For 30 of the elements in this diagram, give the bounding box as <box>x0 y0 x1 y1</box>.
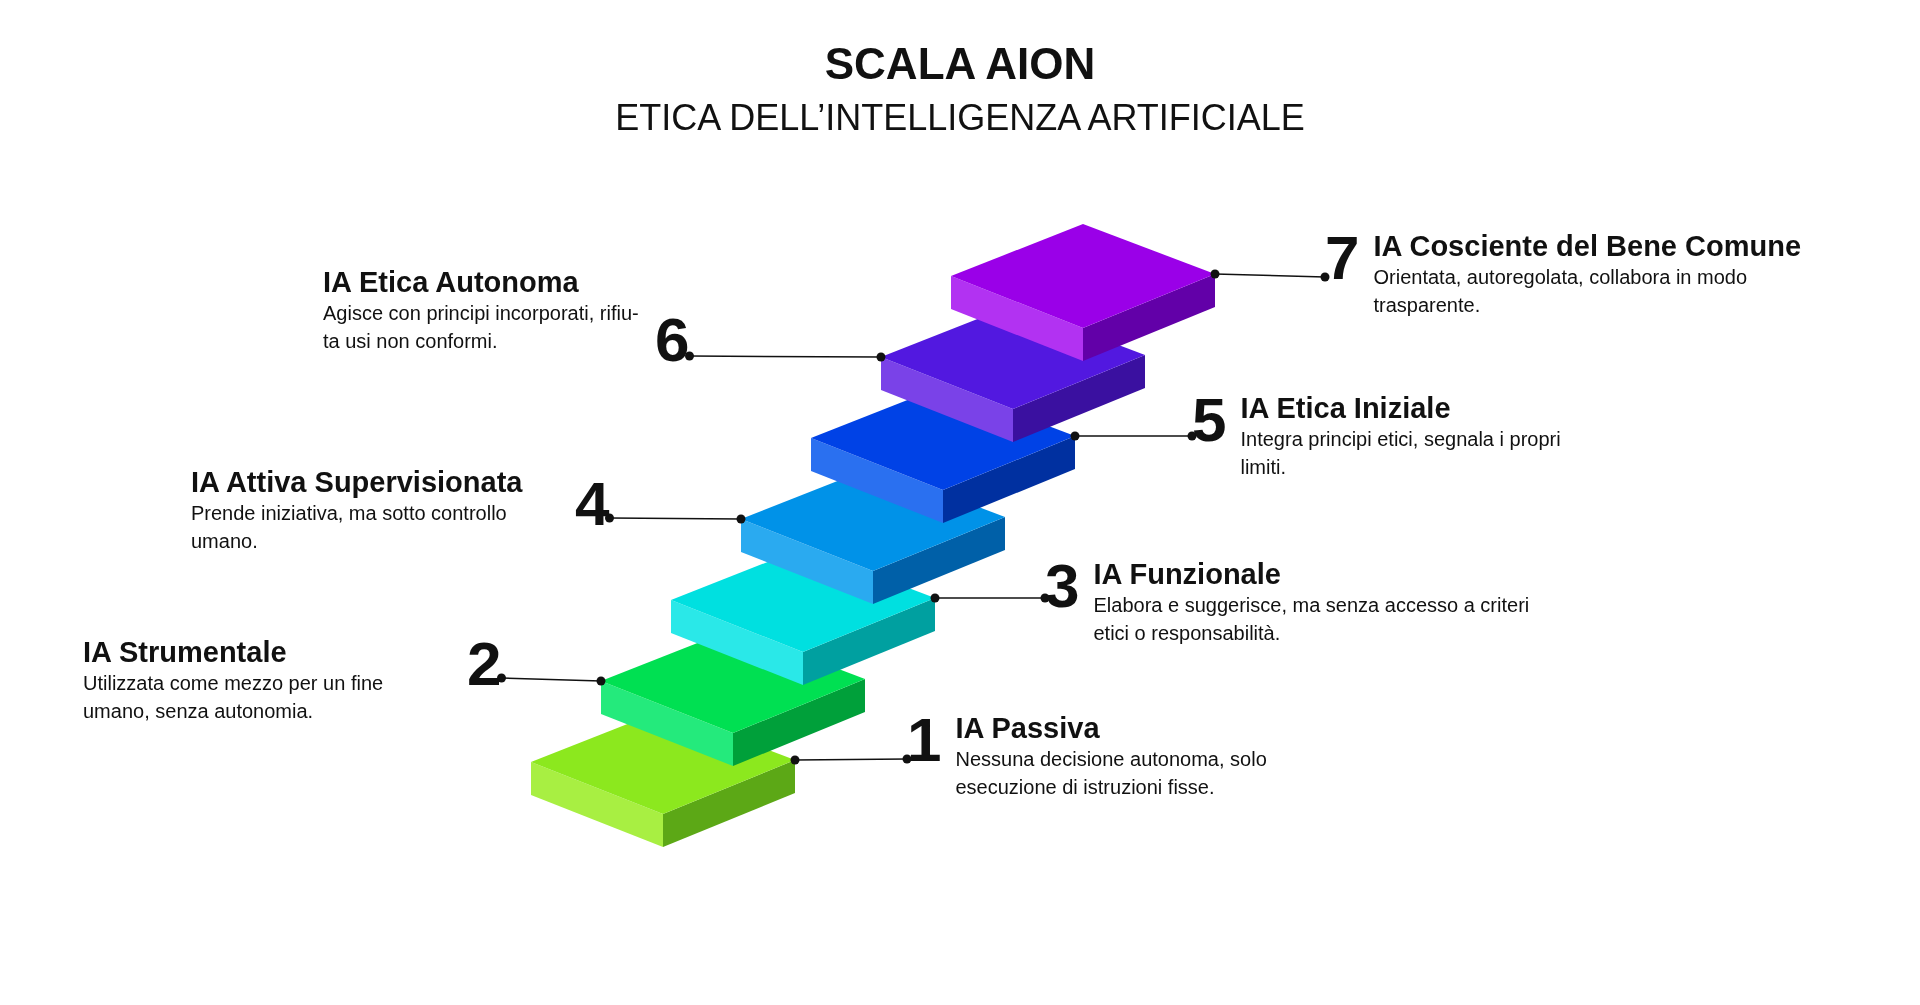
subtitle: ETICA DELL’INTELLIGENZA ARTIFICIALE <box>614 98 1306 138</box>
step-number: 1 <box>907 712 942 768</box>
step-number: 5 <box>1192 392 1227 448</box>
step-number: 4 <box>575 476 610 532</box>
level-description: Elabora e suggerisce, ma senza accesso a criteri etici o responsabilità. <box>1093 593 1531 647</box>
leader-line <box>1070 431 1197 441</box>
level-description: Orientata, autoregolata, collabora in modo trasparente. <box>1373 265 1749 319</box>
leader-line <box>685 351 886 362</box>
step-number: 2 <box>467 636 502 692</box>
step-number: 3 <box>1045 558 1080 614</box>
level-description: Utilizzata come mezzo per un fine umano, senza autonomia. <box>83 671 385 725</box>
level-description: Agisce con principi incorporati, rifiu-ta usi non conformi. <box>323 301 640 355</box>
level-heading: IA Passiva <box>955 712 1101 746</box>
level-heading: IA Strumentale <box>83 636 288 670</box>
level-heading: IA Cosciente del Bene Comune <box>1373 230 1803 264</box>
leader-line <box>930 593 1050 603</box>
title: SCALA AION <box>823 40 1097 89</box>
level-heading: IA Funzionale <box>1093 558 1282 592</box>
level-heading: IA Etica Autonoma <box>323 266 580 300</box>
level-heading: IA Attiva Supervisionata <box>191 466 524 500</box>
level-heading: IA Etica Iniziale <box>1240 392 1452 426</box>
step-number: 6 <box>655 312 690 368</box>
level-description: Nessuna decisione autonoma, solo esecuzione di istruzioni fisse. <box>955 747 1268 801</box>
level-description: Prende iniziativa, ma sotto controllo umano. <box>191 501 508 555</box>
level-description: Integra principi etici, segnala i propri limiti. <box>1240 427 1562 481</box>
leader-line <box>1210 269 1330 282</box>
step-number: 7 <box>1325 230 1360 286</box>
leader-line <box>497 673 606 686</box>
leader-line <box>790 754 912 765</box>
leader-line <box>605 513 746 524</box>
